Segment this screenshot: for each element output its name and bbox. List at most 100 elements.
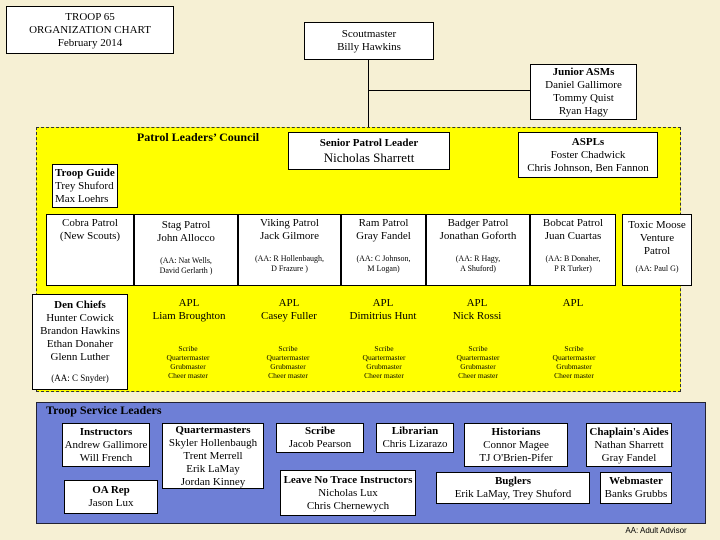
junior-asm-name: Daniel Gallimore (545, 79, 622, 91)
apl-entry: APL Nick Rossi (424, 297, 530, 323)
webmaster-name: Banks Grubbs (604, 488, 668, 500)
cobra-patrol-line: (New Scouts) (59, 230, 121, 242)
role-label: Scribe (564, 344, 584, 353)
role-label: Grubmaster (270, 362, 306, 371)
aspls-box: ASPLs Foster Chadwick Chris Johnson, Ben… (518, 132, 658, 178)
quartermaster-name: Jordan Kinney (180, 475, 246, 488)
role-label: Scribe (278, 344, 298, 353)
instructor-name: Will French (79, 451, 133, 464)
patrol-roles: Scribe Quartermaster Grubmaster Cheer ma… (344, 344, 424, 380)
historians-title: Historians (491, 425, 541, 438)
patrol-roles: Scribe Quartermaster Grubmaster Cheer ma… (248, 344, 328, 380)
librarian-name: Chris Lizarazo (382, 438, 448, 450)
scoutmaster-title: Scoutmaster (341, 28, 397, 40)
apl-name: Liam Broughton (152, 310, 226, 322)
apl-name: Dimitrius Hunt (349, 310, 417, 322)
librarian-title: Librarian (391, 425, 439, 437)
den-chiefs-advisor: (AA: C Snyder) (51, 373, 109, 383)
chaplains-aides-title: Chaplain's Aides (589, 425, 669, 438)
scoutmaster-name: Billy Hawkins (337, 41, 401, 53)
oa-rep-name: Jason Lux (88, 497, 134, 509)
instructors-box: Instructors Andrew Gallimore Will French (62, 423, 150, 467)
patrol-roles: Scribe Quartermaster Grubmaster Cheer ma… (148, 344, 228, 380)
lnt-name: Chris Chernewych (306, 499, 390, 512)
connector-line (368, 60, 369, 135)
lnt-title: Leave No Trace Instructors (283, 473, 413, 486)
patrol-leader-name: Jack Gilmore (260, 230, 319, 242)
troop-guide-name: Trey Shuford (55, 179, 114, 192)
role-label: Cheer master (168, 371, 208, 380)
buglers-box: Buglers Erik LaMay, Trey Shuford (436, 472, 590, 504)
role-label: Scribe (374, 344, 394, 353)
den-chief-name: Glenn Luther (50, 351, 110, 363)
instructors-title: Instructors (79, 425, 133, 438)
apl-title: APL (372, 297, 394, 309)
patrol-advisor: M Logan) (367, 264, 400, 273)
footnote: AA: Adult Advisor (625, 526, 687, 535)
patrol-advisor: D Frazure ) (271, 264, 308, 273)
role-label: Grubmaster (366, 362, 402, 371)
patrol-box-toxic-moose: Toxic Moose Venture Patrol (AA: Paul G) (622, 214, 692, 286)
cobra-patrol-line: Cobra Patrol (62, 217, 118, 229)
chaplains-aide-name: Gray Fandel (601, 451, 657, 464)
den-chief-name: Brandon Hawkins (40, 325, 120, 337)
patrol-name: Patrol (643, 245, 671, 257)
bugler-names: Erik LaMay, Trey Shuford (454, 488, 572, 500)
role-label: Grubmaster (556, 362, 592, 371)
chaplains-aides-box: Chaplain's Aides Nathan Sharrett Gray Fa… (586, 423, 672, 467)
quartermaster-name: Erik LaMay (186, 462, 240, 475)
troop-guide-name: Max Loehrs (55, 192, 109, 205)
apl-entry: APL Dimitrius Hunt (330, 297, 436, 323)
role-label: Quartermaster (362, 353, 406, 362)
apl-name: Nick Rossi (452, 310, 502, 322)
lnt-name: Nicholas Lux (318, 486, 378, 499)
patrol-advisor: David Gerlarth ) (159, 266, 213, 275)
patrol-leader-name: John Allocco (157, 232, 215, 244)
role-label: Scribe (178, 344, 198, 353)
den-chief-name: Hunter Cowick (46, 312, 114, 324)
apl-title: APL (466, 297, 488, 309)
chart-title-box: TROOP 65 ORGANIZATION CHART February 201… (6, 6, 174, 54)
connector-line (368, 90, 530, 91)
aspl-name: Chris Johnson, Ben Fannon (527, 161, 649, 174)
scoutmaster-box: Scoutmaster Billy Hawkins (304, 22, 434, 60)
patrol-name: Venture (639, 232, 675, 244)
patrol-advisor: (AA: R Hagy, (455, 254, 501, 263)
historian-name: TJ O'Brien-Pifer (479, 451, 553, 464)
chart-title-line: February 2014 (57, 36, 123, 49)
patrol-box-stag: Stag Patrol John Allocco (AA: Nat Wells,… (134, 214, 238, 286)
service-label: Troop Service Leaders (46, 403, 162, 417)
junior-asms-title: Junior ASMs (552, 66, 615, 78)
patrol-advisor: (AA: R Hollenbaugh, (254, 254, 325, 263)
historian-name: Connor Magee (483, 438, 549, 451)
aspls-title: ASPLs (571, 135, 605, 148)
patrol-advisor: A Shuford) (460, 264, 496, 273)
patrol-name: Toxic Moose (628, 219, 686, 231)
junior-asm-name: Ryan Hagy (558, 105, 609, 117)
patrol-leader-name: Gray Fandel (356, 230, 411, 242)
den-chiefs-box: Den Chiefs Hunter Cowick Brandon Hawkins… (32, 294, 128, 390)
patrol-roles: Scribe Quartermaster Grubmaster Cheer ma… (438, 344, 518, 380)
troop-guide-box: Troop Guide Trey Shuford Max Loehrs (52, 164, 118, 208)
patrol-advisor: P R Turker) (554, 264, 592, 273)
oa-rep-box: OA Rep Jason Lux (64, 480, 158, 514)
chart-title-line: ORGANIZATION CHART (29, 23, 151, 36)
quartermaster-name: Skyler Hollenbaugh (168, 436, 258, 449)
troop-guide-title: Troop Guide (55, 166, 115, 179)
role-label: Cheer master (458, 371, 498, 380)
librarian-box: Librarian Chris Lizarazo (376, 423, 454, 453)
patrol-name: Bobcat Patrol (542, 217, 604, 229)
aspl-name: Foster Chadwick (550, 148, 626, 161)
junior-asms-box: Junior ASMs Daniel Gallimore Tommy Quist… (530, 64, 637, 120)
leave-no-trace-box: Leave No Trace Instructors Nicholas Lux … (280, 470, 416, 516)
role-label: Cheer master (554, 371, 594, 380)
role-label: Quartermaster (266, 353, 310, 362)
patrol-name: Ram Patrol (358, 217, 409, 229)
quartermaster-name: Trent Merrell (183, 449, 243, 462)
webmaster-box: Webmaster Banks Grubbs (600, 472, 672, 504)
scribe-title: Scribe (305, 425, 335, 437)
patrol-box-bobcat: Bobcat Patrol Juan Cuartas (AA: B Donahe… (530, 214, 616, 286)
apl-entry: APL Liam Broughton (136, 297, 242, 323)
patrol-advisor: (AA: Nat Wells, (160, 256, 212, 265)
patrol-advisor: (AA: B Donaher, (545, 254, 601, 263)
